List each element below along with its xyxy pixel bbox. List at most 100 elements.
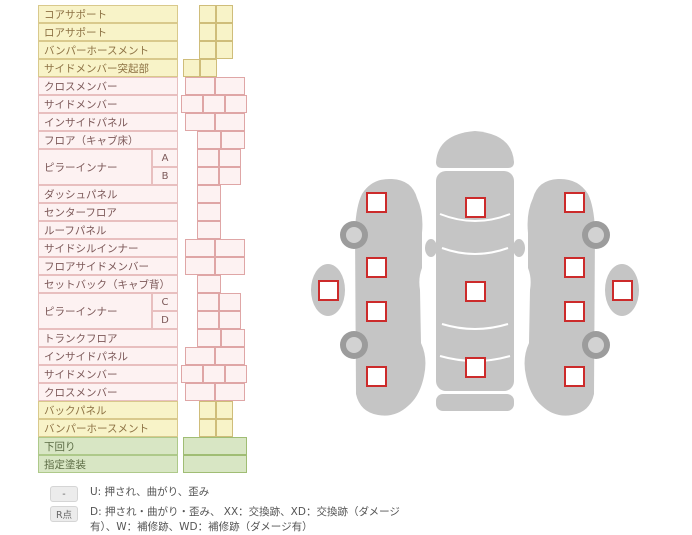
part-label: バックパネル [38, 401, 178, 419]
check-cell[interactable] [215, 347, 245, 365]
check-cell[interactable] [185, 113, 215, 131]
check-cell[interactable] [219, 293, 241, 311]
check-cell[interactable] [185, 77, 215, 95]
marker-left-front-fender[interactable] [366, 192, 387, 213]
legend-key-dash: - [50, 486, 78, 502]
part-label: セットバック（キャブ背） [38, 275, 178, 293]
check-cell[interactable] [200, 59, 217, 77]
check-cell[interactable] [197, 131, 221, 149]
part-label: 指定塗装 [38, 455, 178, 473]
part-sublabel-D: D [152, 311, 178, 329]
body-panel-lines [439, 213, 511, 362]
legend-text-r: D: 押され・曲がり・歪み、 XX：交換跡、XD：交換跡（ダメージ有）、W：補修… [90, 506, 400, 534]
damage-diagram [300, 118, 660, 430]
check-cell[interactable] [185, 347, 215, 365]
part-label: クロスメンバー [38, 77, 178, 95]
marker-left-front-door[interactable] [366, 257, 387, 278]
part-label: ロアサポート [38, 23, 178, 41]
check-cell[interactable] [219, 311, 241, 329]
check-cell[interactable] [199, 401, 216, 419]
check-cell[interactable] [216, 5, 233, 23]
part-label: バンパーホースメント [38, 419, 178, 437]
check-cell[interactable] [215, 257, 245, 275]
check-cell[interactable] [215, 239, 245, 257]
part-sublabel-C: C [152, 293, 178, 311]
check-cell[interactable] [199, 5, 216, 23]
check-cell[interactable] [183, 437, 247, 455]
part-label: ピラーインナー [38, 293, 152, 329]
check-cell[interactable] [203, 365, 225, 383]
legend: - U: 押され、曲がり、歪み R点 D: 押され・曲がり・歪み、 XX：交換跡… [50, 485, 420, 535]
check-cell[interactable] [197, 203, 221, 221]
check-cell[interactable] [216, 41, 233, 59]
check-cell[interactable] [215, 113, 245, 131]
marker-body-center[interactable] [465, 281, 486, 302]
legend-row-u: - U: 押され、曲がり、歪み [50, 485, 420, 502]
check-cell[interactable] [185, 239, 215, 257]
part-label: ルーフパネル [38, 221, 178, 239]
marker-body-front[interactable] [465, 197, 486, 218]
legend-row-r: R点 D: 押され・曲がり・歪み、 XX：交換跡、XD：交換跡（ダメージ有）、W… [50, 505, 420, 535]
check-cell[interactable] [181, 95, 203, 113]
part-label: インサイドパネル [38, 347, 178, 365]
check-cell[interactable] [215, 77, 245, 95]
marker-body-rear[interactable] [465, 357, 486, 378]
marker-right-rear-fender[interactable] [564, 366, 585, 387]
check-cell[interactable] [197, 167, 219, 185]
check-cell[interactable] [216, 419, 233, 437]
legend-key-rpoint: R点 [50, 506, 78, 522]
check-cell[interactable] [185, 257, 215, 275]
part-label: サイドシルインナー [38, 239, 178, 257]
check-cell[interactable] [197, 311, 219, 329]
part-label: サイドメンバー突起部 [38, 59, 178, 77]
check-cell[interactable] [219, 149, 241, 167]
check-cell[interactable] [199, 23, 216, 41]
part-label: クロスメンバー [38, 383, 178, 401]
check-cell[interactable] [183, 59, 200, 77]
car-left-side-view [311, 178, 426, 416]
check-cell[interactable] [197, 221, 221, 239]
front-bumper-shape [436, 131, 514, 168]
part-label: コアサポート [38, 5, 178, 23]
check-cell[interactable] [197, 329, 221, 347]
check-cell[interactable] [221, 329, 245, 347]
part-label: ダッシュパネル [38, 185, 178, 203]
part-label: 下回り [38, 437, 178, 455]
check-cell[interactable] [197, 185, 221, 203]
part-label: フロア（キャブ床） [38, 131, 178, 149]
part-label: フロアサイドメンバー [38, 257, 178, 275]
check-cell[interactable] [216, 401, 233, 419]
check-cell[interactable] [225, 365, 247, 383]
check-cell[interactable] [219, 167, 241, 185]
check-cell[interactable] [183, 455, 247, 473]
marker-left-rear-fender[interactable] [366, 366, 387, 387]
check-cell[interactable] [215, 383, 245, 401]
check-cell[interactable] [199, 41, 216, 59]
part-label: ピラーインナー [38, 149, 152, 185]
check-cell[interactable] [199, 419, 216, 437]
marker-left-rear-door[interactable] [366, 301, 387, 322]
check-cell[interactable] [203, 95, 225, 113]
check-cell[interactable] [197, 293, 219, 311]
check-cell[interactable] [197, 149, 219, 167]
legend-text-u: U: 押され、曲がり、歪み [90, 486, 210, 498]
check-cell[interactable] [225, 95, 247, 113]
part-label: インサイドパネル [38, 113, 178, 131]
marker-right-front-fender[interactable] [564, 192, 585, 213]
part-label: バンパーホースメント [38, 41, 178, 59]
marker-right-front-door[interactable] [564, 257, 585, 278]
part-sublabel-B: B [152, 167, 178, 185]
marker-left-outer-panel[interactable] [318, 280, 339, 301]
marker-right-rear-door[interactable] [564, 301, 585, 322]
check-cell[interactable] [197, 275, 221, 293]
check-cell[interactable] [185, 383, 215, 401]
car-diagram-graphic [311, 131, 639, 416]
part-label: サイドメンバー [38, 95, 178, 113]
check-cell[interactable] [216, 23, 233, 41]
part-label: トランクフロア [38, 329, 178, 347]
check-cell[interactable] [181, 365, 203, 383]
left-mirror-shape [425, 239, 437, 257]
check-cell[interactable] [221, 131, 245, 149]
marker-right-outer-panel[interactable] [612, 280, 633, 301]
